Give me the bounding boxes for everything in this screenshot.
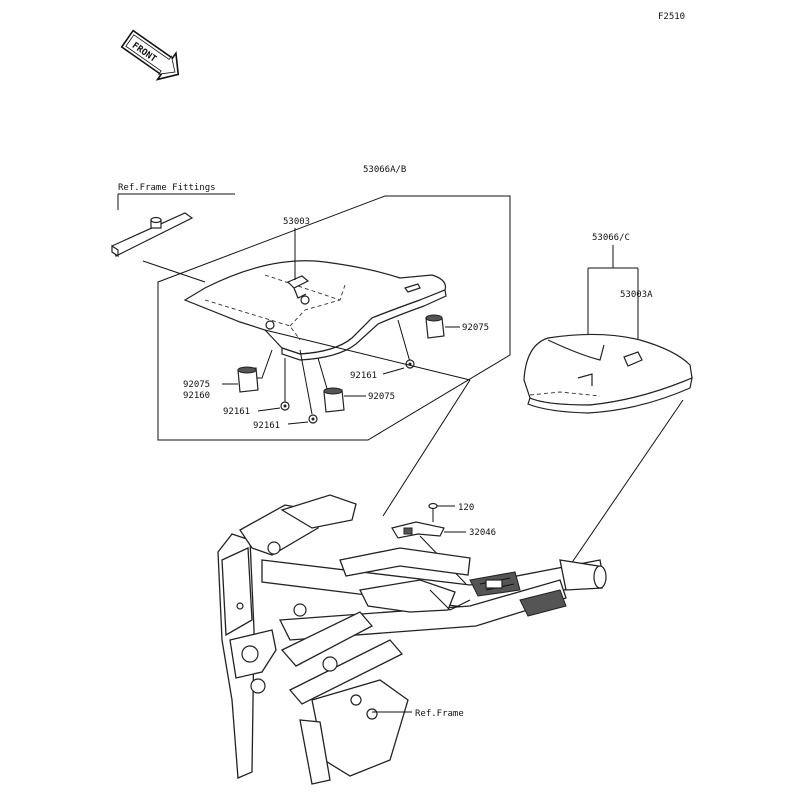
rear-seat — [523, 333, 693, 414]
ref-frame-fittings-label: Ref.Frame Fittings — [118, 183, 216, 193]
nut-right-leader — [382, 367, 405, 375]
nut-left-a-leader — [257, 407, 281, 412]
front-seat — [183, 260, 447, 361]
seat-cross-line — [264, 329, 471, 381]
rear-seat-connect-line — [559, 399, 684, 581]
bracket — [391, 521, 445, 539]
stopper-left-label: 92075 — [183, 380, 210, 390]
fittings-connect-line — [142, 260, 206, 283]
nut-left-a-label: 92161 — [223, 407, 250, 417]
stopper-right-label: 92075 — [462, 323, 489, 333]
rear-seat-leaders — [587, 245, 639, 350]
nut-left-b-leader — [287, 421, 309, 425]
ref-frame-label: Ref.Frame — [415, 709, 464, 719]
nut-right — [397, 319, 415, 369]
spacer-left-label: 92160 — [183, 391, 210, 401]
seat-to-bracket-line — [382, 379, 471, 517]
seat-assy-label: 53066A/B — [363, 165, 406, 175]
seat-cover-label: 53003 — [283, 217, 310, 227]
stopper-center-label: 92075 — [368, 392, 395, 402]
stopper-left — [237, 349, 273, 393]
stopper-center — [317, 357, 345, 413]
rear-seat-assy-label: 53066/C — [592, 233, 630, 243]
nut-left-b-label: 92161 — [253, 421, 280, 431]
bolt-label: 120 — [458, 503, 474, 513]
rear-seat-cover-label: 53003A — [620, 290, 653, 300]
frame-fitting-bracket — [111, 212, 194, 258]
bracket-label: 32046 — [469, 528, 496, 538]
motorcycle-frame — [217, 494, 607, 785]
figure-code: F2510 — [658, 12, 685, 22]
seat-group-outline — [157, 195, 511, 441]
nut-left-b — [299, 349, 318, 424]
nut-left-a — [280, 358, 290, 411]
bolt — [428, 502, 438, 522]
front-arrow-icon: FRONT — [120, 29, 180, 81]
nut-right-label: 92161 — [350, 371, 377, 381]
stopper-right — [425, 314, 445, 339]
